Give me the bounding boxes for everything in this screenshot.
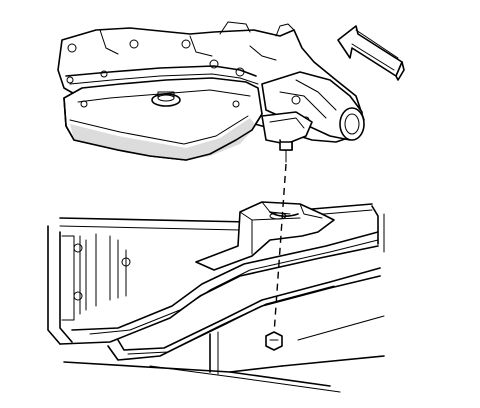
nut-icon <box>265 331 283 351</box>
bolt-icon <box>279 141 293 163</box>
plug-icon <box>151 91 181 107</box>
frame-rail-icon <box>47 203 385 393</box>
mount-nut <box>265 331 283 351</box>
crossmember-icon <box>195 201 335 271</box>
front-direction-arrow-icon <box>337 25 405 81</box>
mount-bolt <box>279 141 293 163</box>
assembly-line <box>273 163 287 335</box>
oil-pan-icon <box>57 21 365 161</box>
